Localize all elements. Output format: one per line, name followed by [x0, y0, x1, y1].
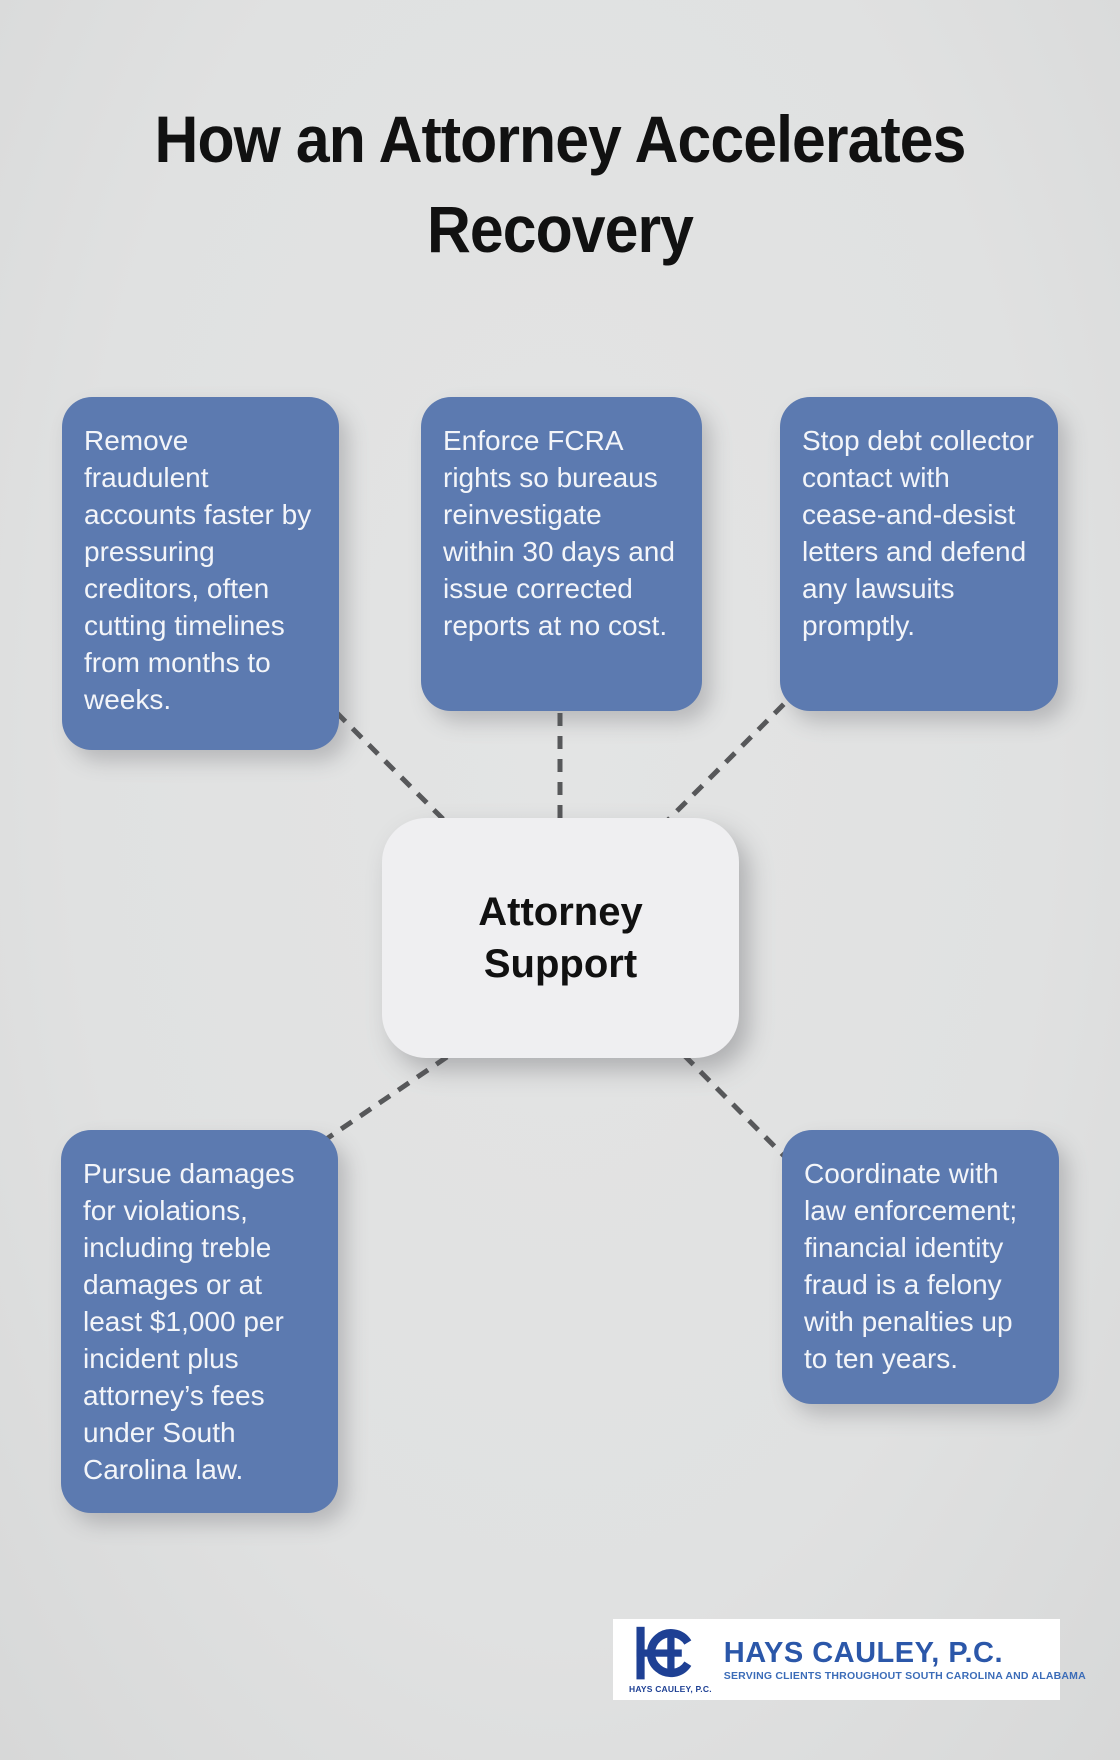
- benefit-card-coordinate-law-enforcement: Coordinate with law enforcement; financi…: [782, 1130, 1059, 1404]
- logo-caption: HAYS CAULEY, P.C.: [629, 1684, 712, 1694]
- central-node: Attorney Support: [382, 818, 739, 1058]
- connector-bottom-right-icon: [666, 1037, 802, 1174]
- benefit-card-remove-accounts: Remove fraudulent accounts faster by pre…: [62, 397, 339, 750]
- benefit-card-text: Remove fraudulent accounts faster by pre…: [84, 425, 312, 715]
- logo-text-block: HAYS CAULEY, P.C. SERVING CLIENTS THROUG…: [724, 1638, 1086, 1682]
- firm-logo: HAYS CAULEY, P.C. HAYS CAULEY, P.C. SERV…: [613, 1619, 1086, 1700]
- page-title: How an Attorney Accelerates Recovery: [45, 94, 1075, 274]
- benefit-card-stop-collectors: Stop debt collector contact with cease-a…: [780, 397, 1058, 711]
- benefit-card-text: Stop debt collector contact with cease-a…: [802, 425, 1034, 641]
- connector-top-left-icon: [318, 694, 454, 830]
- page-title-line-2: Recovery: [426, 192, 694, 266]
- page-title-line-1: How an Attorney Accelerates: [154, 102, 967, 176]
- benefit-card-text: Coordinate with law enforcement; financi…: [804, 1158, 1018, 1374]
- brand-tagline: SERVING CLIENTS THROUGHOUT SOUTH CAROLIN…: [723, 1669, 1086, 1682]
- connector-bottom-left-icon: [320, 1041, 468, 1145]
- central-node-label: Attorney Support: [478, 890, 643, 986]
- brand-name: HAYS CAULEY, P.C.: [723, 1636, 1004, 1669]
- connector-top-right-icon: [658, 686, 802, 830]
- logo-mark: HAYS CAULEY, P.C.: [629, 1625, 712, 1694]
- benefit-card-pursue-damages: Pursue damages for violations, including…: [61, 1130, 338, 1513]
- hc-monogram-icon: [636, 1626, 692, 1680]
- benefit-card-text: Pursue damages for violations, including…: [83, 1158, 295, 1485]
- benefit-card-enforce-fcra: Enforce FCRA rights so bureaus reinvesti…: [421, 397, 702, 711]
- benefit-card-text: Enforce FCRA rights so bureaus reinvesti…: [443, 425, 675, 641]
